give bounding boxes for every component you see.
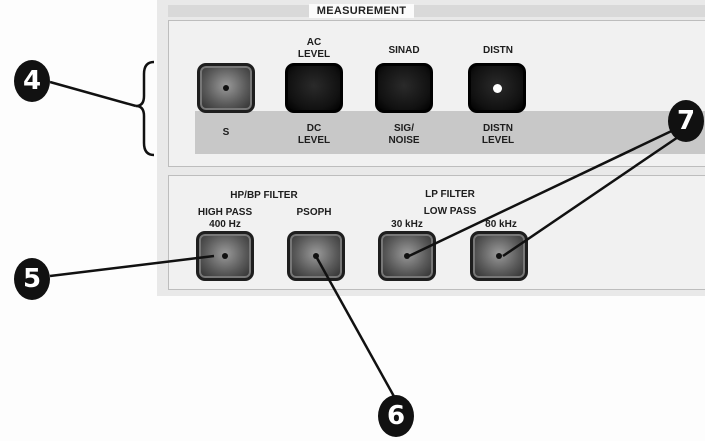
label-distn: DISTN [483,45,513,56]
psoph-button[interactable] [287,231,345,281]
bracket [135,60,155,157]
label-sig-noise: SIG/NOISE [388,123,420,146]
label-low-pass: LOW PASS [423,206,477,217]
button-dot [496,253,502,259]
callout-7: 7 [668,100,704,142]
s-button[interactable] [197,63,255,113]
leader-5 [49,254,215,278]
button-dot [222,253,228,259]
button-dot [223,85,229,91]
distn-button[interactable] [468,63,526,113]
ac-level-button[interactable] [285,63,343,113]
filter-section [168,175,705,290]
leader-7a [408,125,681,258]
leader-6 [315,257,398,401]
section-title: MEASUREMENT [309,4,414,18]
label-sinad: SINAD [388,45,420,56]
label-30khz: 30 kHz [391,219,423,230]
label-psoph: PSOPH [296,207,332,218]
label-lp-filter: LP FILTER [425,189,475,200]
callout-4: 4 [14,60,50,102]
title-band [168,5,705,17]
sinad-button[interactable] [375,63,433,113]
label-hp-bp-filter: HP/BP FILTER [230,190,298,201]
label-s: S [222,127,230,138]
button-dot [313,253,319,259]
callout-6: 6 [378,395,414,437]
indicator-led [492,83,502,93]
lp-30khz-button[interactable] [378,231,436,281]
secondary-function-strip [195,111,705,154]
lp-80khz-button[interactable] [470,231,528,281]
label-80khz: 80 kHz [485,219,517,230]
button-dot [404,253,410,259]
leader-7b [502,131,685,258]
callout-5: 5 [14,258,50,300]
leader-4 [49,80,137,108]
